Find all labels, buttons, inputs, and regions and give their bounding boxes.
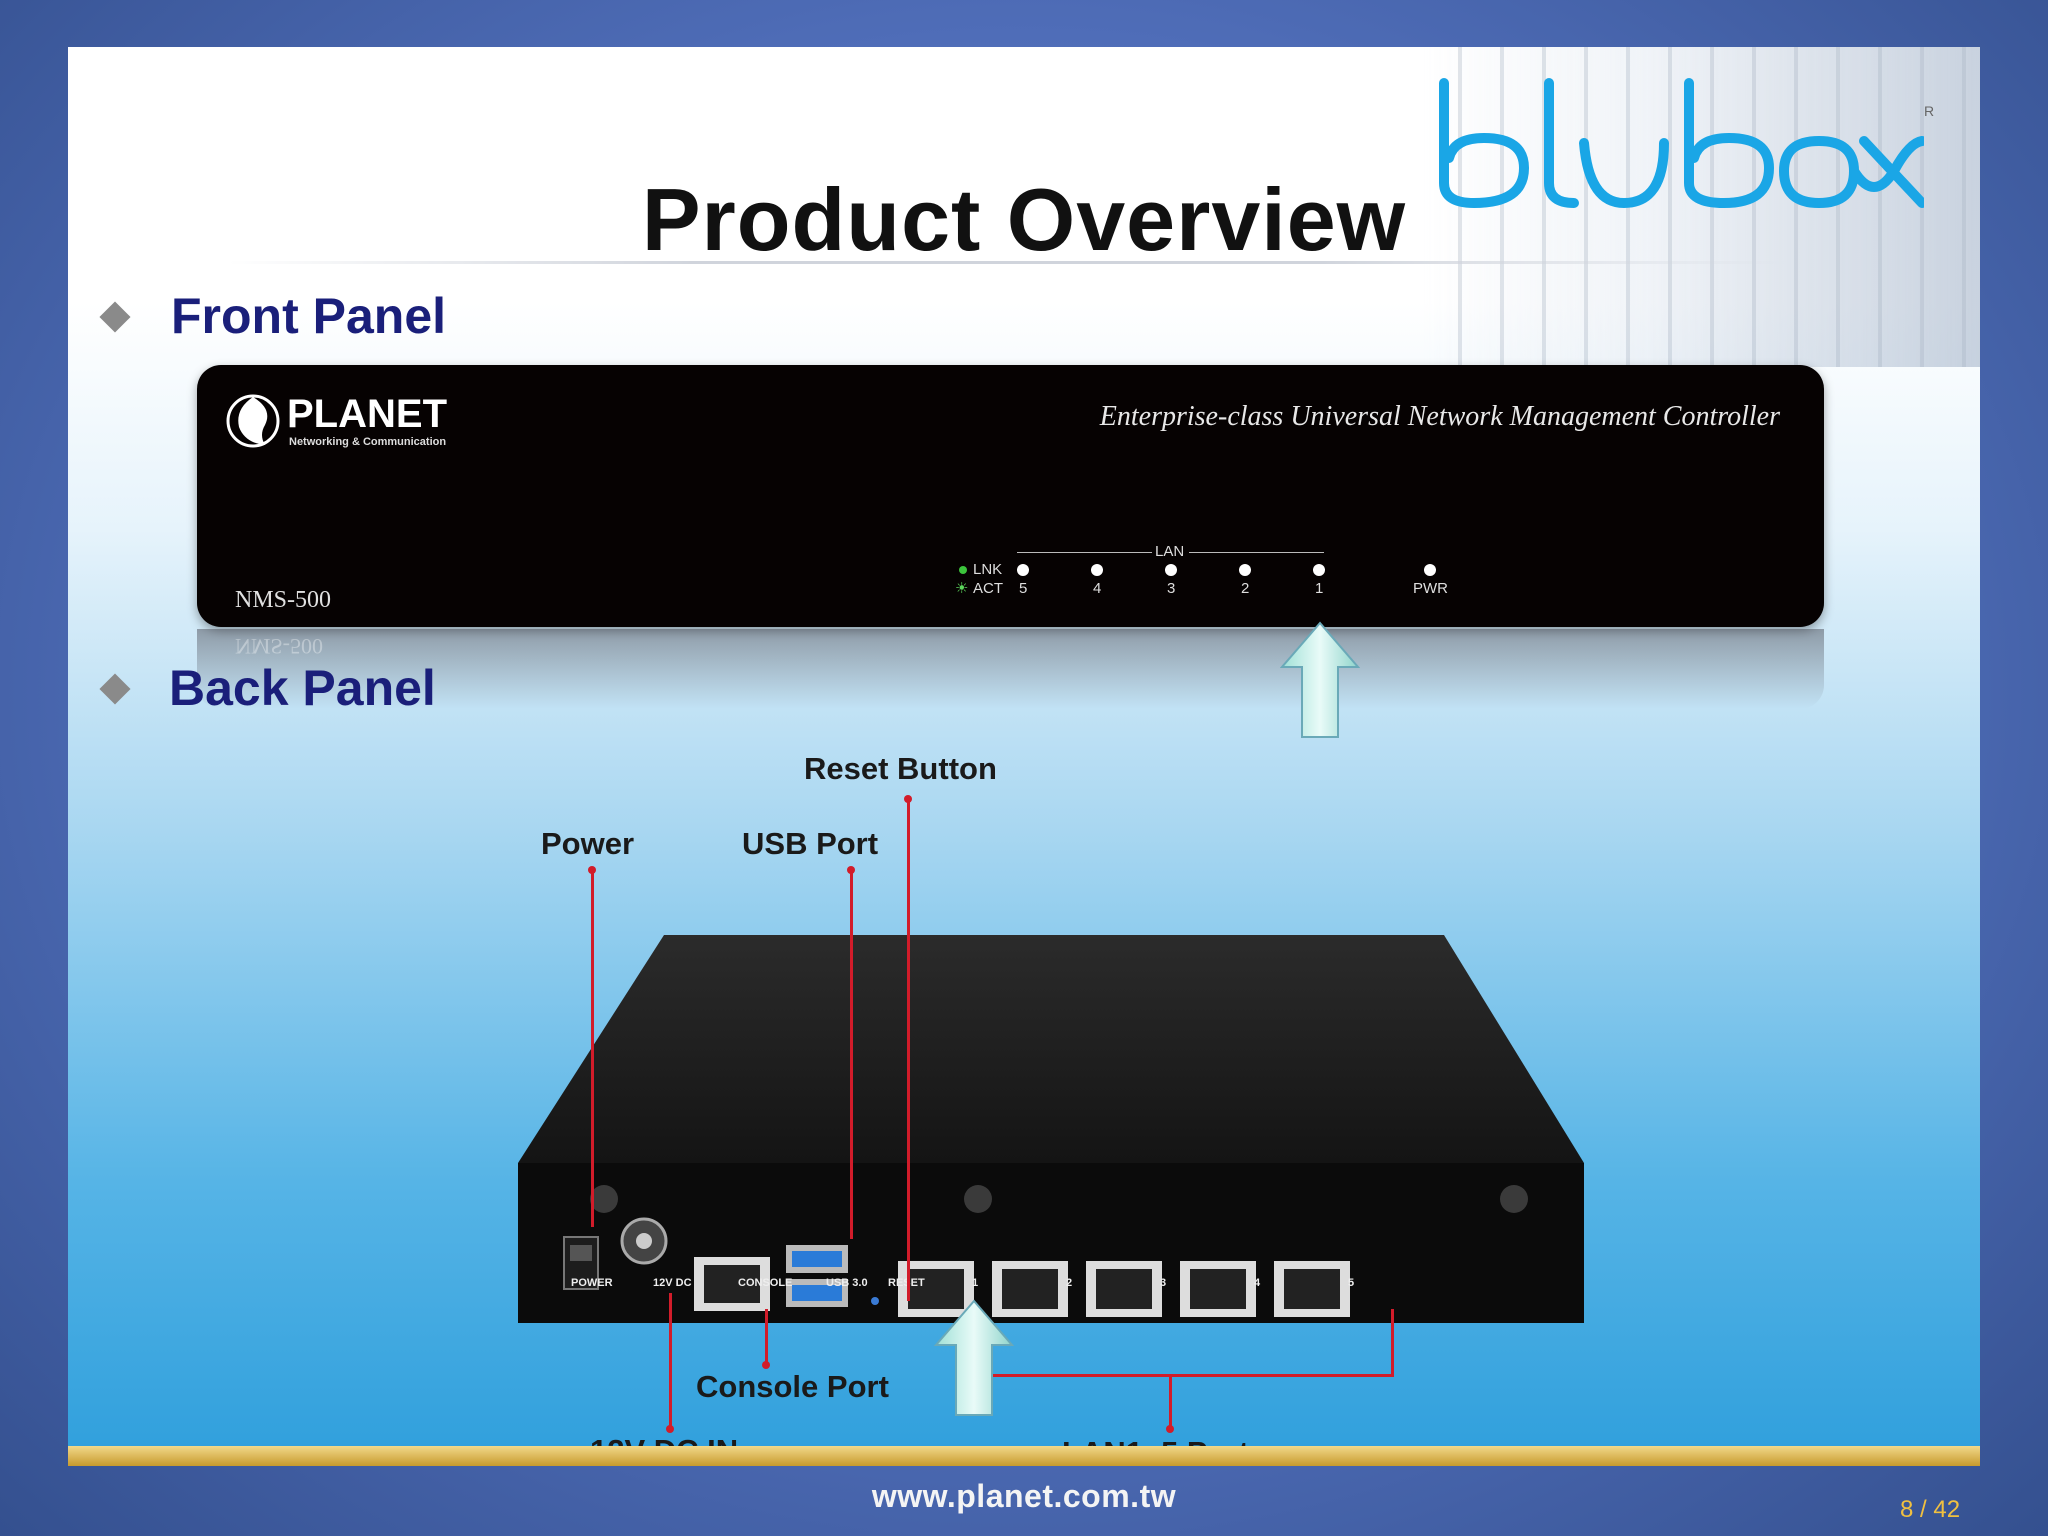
led-port-4 xyxy=(1091,564,1103,576)
planet-brand-text: PLANET xyxy=(287,392,447,436)
callout-dot xyxy=(762,1361,770,1369)
port-label-3: 3 xyxy=(1167,580,1176,597)
callout-dot xyxy=(666,1425,674,1433)
silk-power: POWER xyxy=(571,1277,613,1289)
lan-group-line-left xyxy=(1017,552,1152,553)
silk-dc: 12V DC xyxy=(653,1277,692,1289)
callout-line-power xyxy=(591,869,594,1227)
callout-line-usb xyxy=(850,869,853,1239)
planet-brand-subtext: Networking & Communication xyxy=(289,436,446,448)
callout-bracket-bottom xyxy=(975,1374,1394,1377)
callout-console-port: Console Port xyxy=(696,1369,889,1404)
led-port-2 xyxy=(1239,564,1251,576)
silk-lan-2: 2 xyxy=(1066,1277,1073,1289)
slide: R Product Overview Front Panel PLANET Ne… xyxy=(68,47,1980,1465)
front-panel-image: PLANET Networking & Communication Enterp… xyxy=(197,365,1824,627)
pwr-label: PWR xyxy=(1413,580,1448,597)
front-panel-reflection: NMS-500 xyxy=(197,629,1824,709)
callout-dot xyxy=(1166,1425,1174,1433)
bullet-diamond-icon xyxy=(99,673,131,705)
server-room-background xyxy=(1420,47,1980,367)
led-port-5 xyxy=(1017,564,1029,576)
led-port-3 xyxy=(1165,564,1177,576)
led-port-1 xyxy=(1313,564,1325,576)
planet-logo: PLANET Networking & Communication xyxy=(226,392,447,448)
lan-group-line-right xyxy=(1189,552,1324,553)
silk-reset: RESET xyxy=(888,1277,925,1289)
callout-line-lan xyxy=(1169,1374,1172,1430)
callout-bracket-right xyxy=(1391,1309,1394,1377)
port-label-5: 5 xyxy=(1019,580,1028,597)
footer-url[interactable]: www.planet.com.tw xyxy=(871,1478,1177,1514)
page-number: 8 / 42 xyxy=(1900,1496,1961,1523)
bluboxx-logo xyxy=(1439,78,1924,209)
title-underline xyxy=(228,261,1788,264)
silk-lan-4: 4 xyxy=(1254,1277,1261,1289)
callout-line-dc xyxy=(669,1293,672,1429)
silk-console: CONSOLE xyxy=(738,1277,793,1289)
registered-mark: R xyxy=(1924,103,1935,119)
lnk-legend-led xyxy=(959,566,967,574)
silk-lan-1: 1 xyxy=(972,1277,979,1289)
model-label: NMS-500 xyxy=(235,587,332,613)
silk-usb: USB 3.0 xyxy=(826,1277,868,1289)
up-arrow-icon xyxy=(934,1299,1014,1416)
silk-lan-5: 5 xyxy=(1348,1277,1355,1289)
act-label: ACT xyxy=(973,580,1003,597)
port-label-1: 1 xyxy=(1315,580,1324,597)
product-tagline: Enterprise-class Universal Network Manag… xyxy=(1099,401,1780,432)
back-panel-image xyxy=(518,935,1584,1323)
callout-reset-button: Reset Button xyxy=(804,751,997,786)
act-sun-icon: ☀ xyxy=(955,580,969,597)
lan-group-label: LAN xyxy=(1155,543,1185,560)
lnk-label: LNK xyxy=(973,561,1003,578)
callout-power: Power xyxy=(541,826,635,861)
model-reflection: NMS-500 xyxy=(235,634,324,659)
callout-usb-port: USB Port xyxy=(742,826,879,861)
port-label-2: 2 xyxy=(1241,580,1250,597)
up-arrow-icon xyxy=(1280,621,1360,738)
led-panel: LAN LNK ☀ ACT 5 4 3 2 1 PWR xyxy=(197,365,1824,627)
callout-line-console xyxy=(765,1309,768,1365)
bullet-diamond-icon xyxy=(99,301,131,333)
back-panel-heading: Back Panel xyxy=(169,660,436,716)
slide-title: Product Overview xyxy=(641,170,1407,269)
callout-line-reset xyxy=(907,799,910,1301)
footer-gold-bar xyxy=(68,1446,1980,1466)
led-pwr xyxy=(1424,564,1436,576)
front-panel-heading: Front Panel xyxy=(171,288,447,344)
port-label-4: 4 xyxy=(1093,580,1102,597)
silk-lan-3: 3 xyxy=(1160,1277,1167,1289)
